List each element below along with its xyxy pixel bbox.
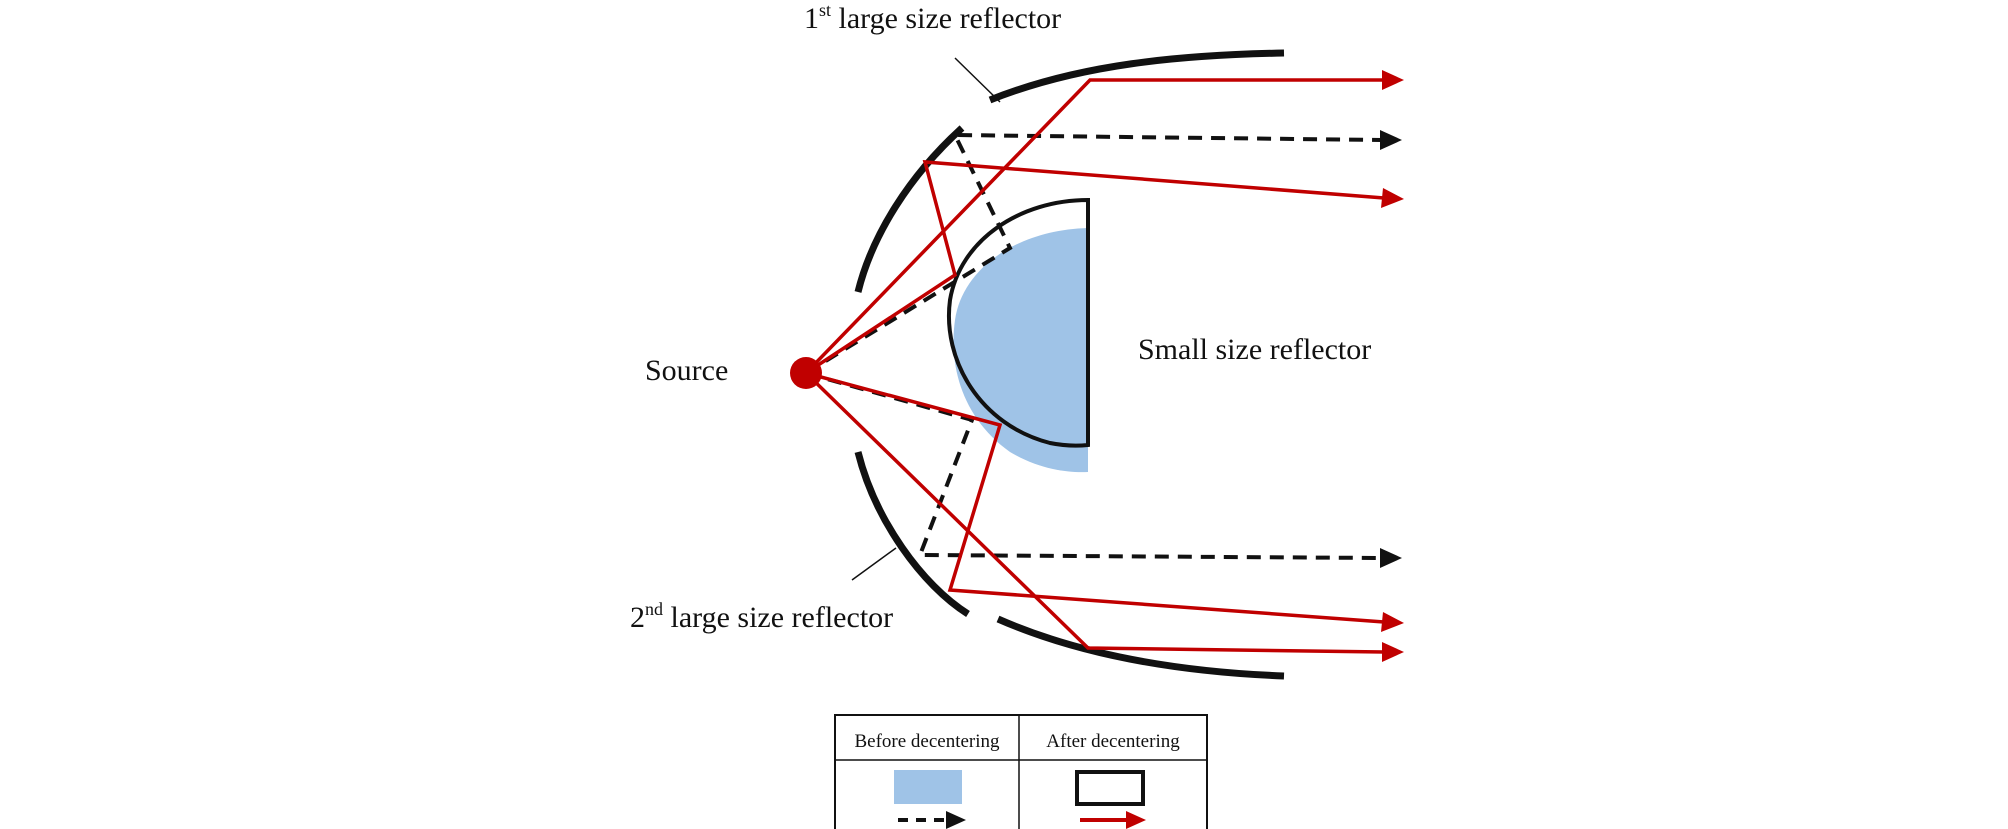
arrowhead-before-upper	[1380, 130, 1402, 150]
arrowhead-after-upper	[1381, 188, 1404, 208]
second-reflector-leader	[851, 547, 897, 581]
legend-after-label: After decentering	[1046, 731, 1180, 752]
small-reflector-before-fill	[953, 228, 1088, 473]
first-large-reflector-upper	[988, 49, 1285, 104]
rays-after-decentering	[804, 78, 1385, 654]
legend-after-arrowhead	[1126, 811, 1146, 829]
legend-before-arrowhead	[946, 811, 966, 829]
second-large-reflector-lower	[996, 615, 1285, 680]
ray-after-upper	[805, 160, 1385, 375]
legend-table: Before decentering After decentering	[834, 714, 1208, 829]
arrowhead-before-lower	[1380, 548, 1402, 568]
small-reflector-after-outline	[947, 197, 1090, 448]
arrowhead-after-lower	[1381, 612, 1404, 632]
legend-before-label: Before decentering	[854, 731, 1000, 752]
small-reflector-label: Small size reflector	[1138, 333, 1371, 366]
ray-after-bottom	[804, 371, 1385, 654]
source-label: Source	[645, 354, 728, 387]
second-large-reflector-upper	[854, 451, 970, 617]
ray-after-lower	[805, 371, 1385, 624]
arrowhead-after-top	[1382, 70, 1404, 90]
arrowhead-after-bottom	[1382, 642, 1404, 662]
source-point	[790, 357, 822, 389]
second-reflector-label: 2nd large size reflector	[630, 599, 893, 634]
legend-after-outline-swatch	[1075, 770, 1145, 806]
first-reflector-label: 1st large size reflector	[804, 0, 1061, 35]
first-reflector-leader	[954, 57, 1001, 103]
first-large-reflector-lower	[854, 125, 965, 293]
legend-before-fill-swatch	[894, 770, 962, 804]
ray-after-top	[804, 78, 1384, 375]
